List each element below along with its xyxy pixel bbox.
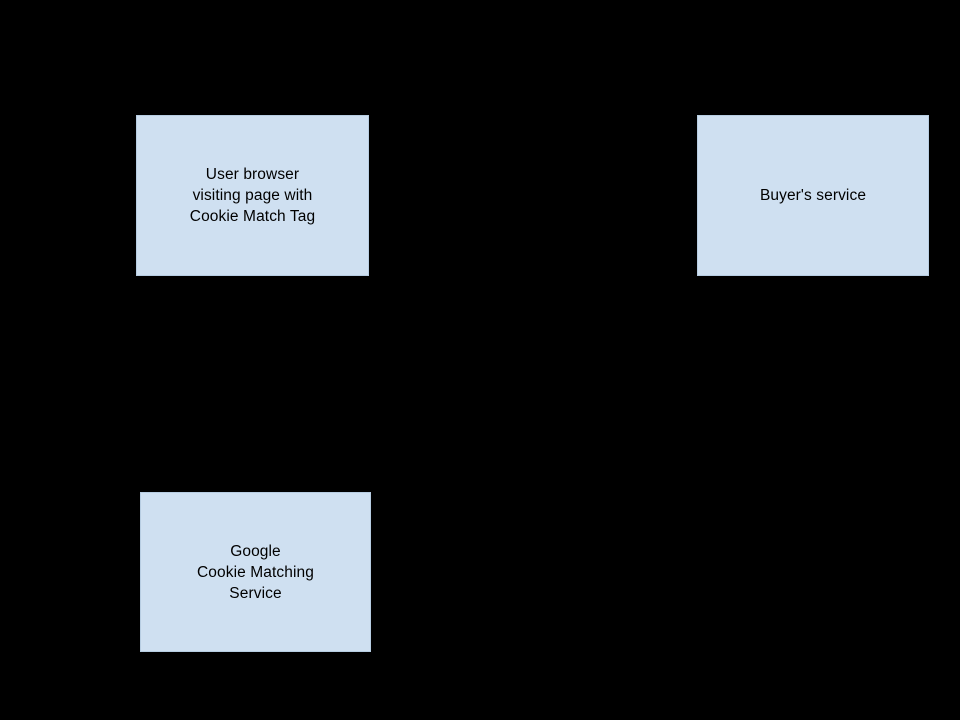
- node-google-cookie-matching[interactable]: Google Cookie Matching Service: [140, 492, 371, 652]
- node-user-browser-label: User browser visiting page with Cookie M…: [189, 166, 316, 225]
- node-buyers-service[interactable]: Buyer's service: [697, 115, 929, 276]
- node-google-cookie-matching-label: Google Cookie Matching Service: [197, 542, 314, 602]
- node-buyers-service-label: Buyer's service: [759, 187, 867, 204]
- node-user-browser[interactable]: User browser visiting page with Cookie M…: [136, 115, 369, 276]
